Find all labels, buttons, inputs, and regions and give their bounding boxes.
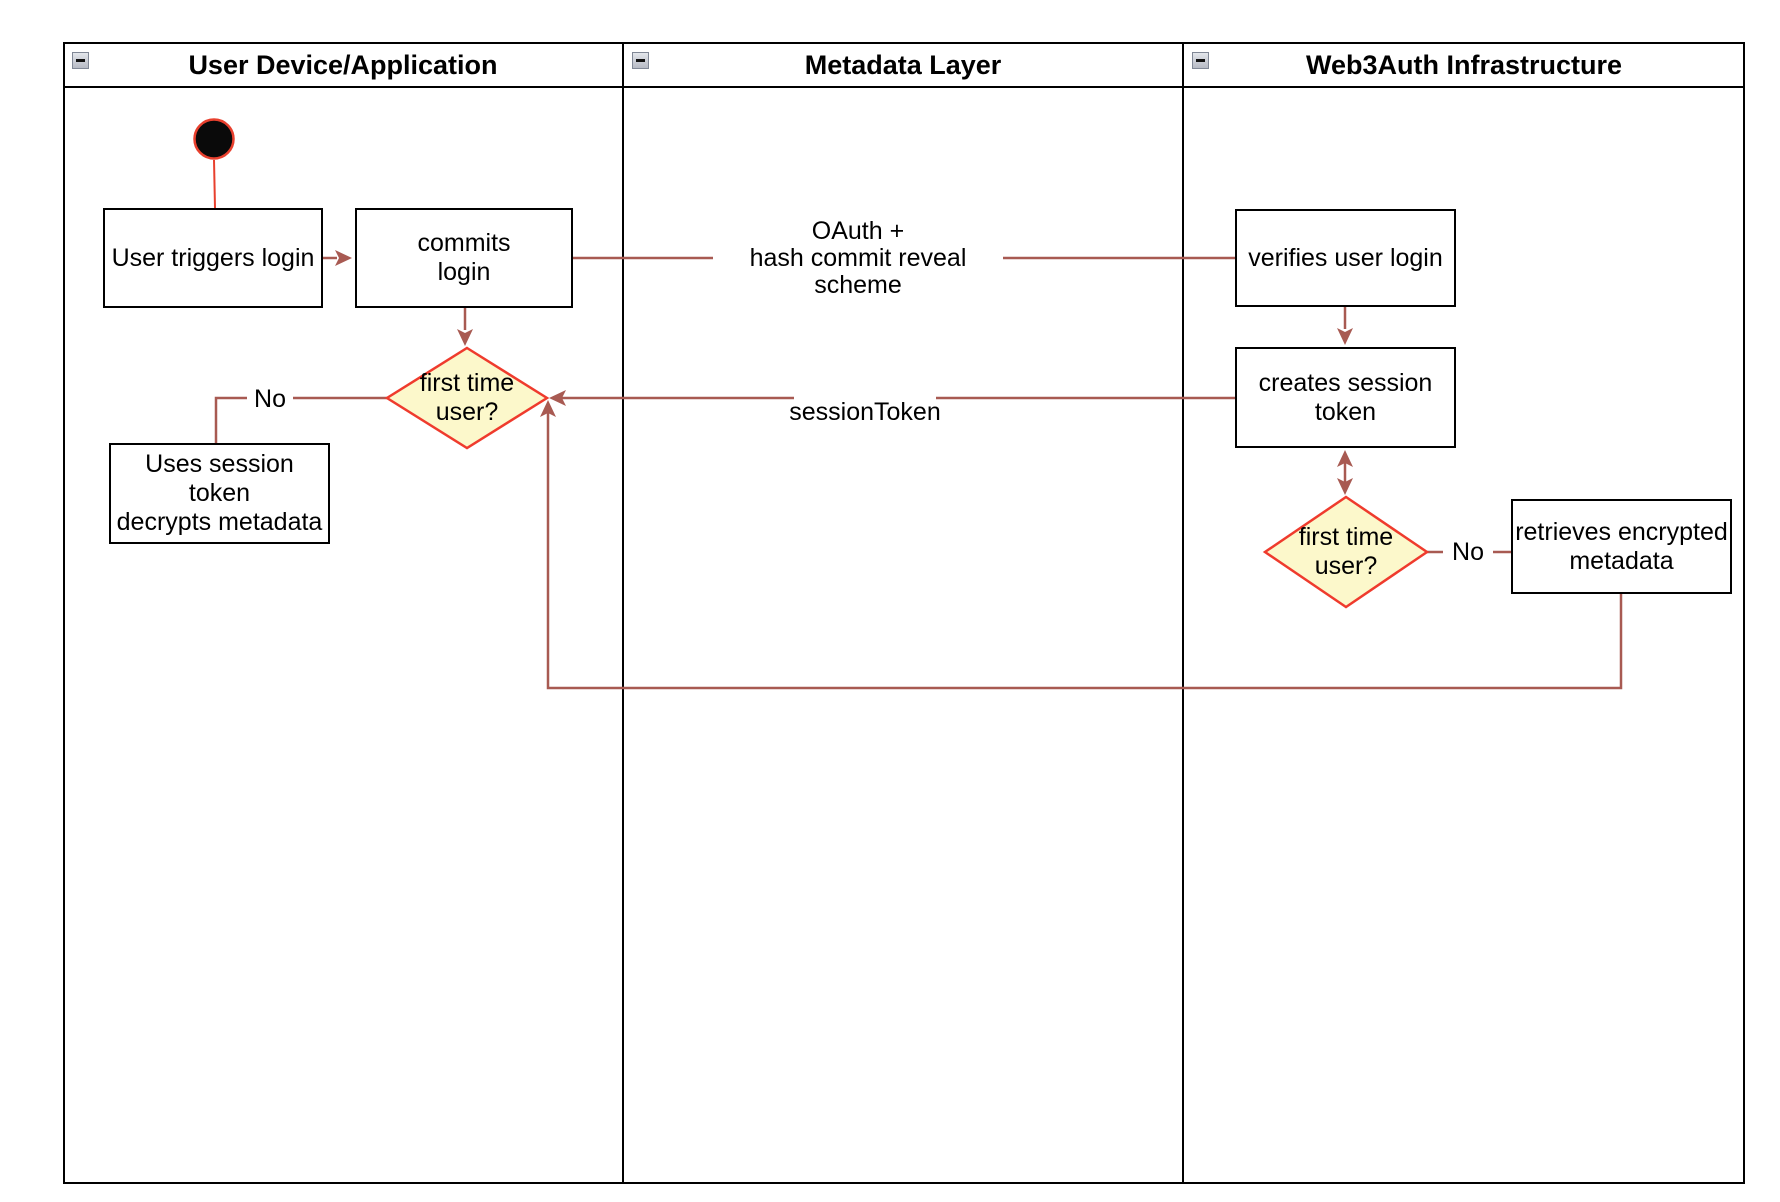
minus-icon [76, 59, 85, 62]
lane-divider-1 [622, 42, 624, 1184]
decision1-label: first time user? [419, 369, 515, 426]
node-label: Uses session token decrypts metadata [116, 450, 323, 536]
edge-label-oauth: OAuth + hash commit reveal scheme [713, 218, 1003, 299]
lane-header-user-device[interactable]: User Device/Application [63, 44, 623, 86]
lane-header-metadata-layer[interactable]: Metadata Layer [623, 44, 1183, 86]
edge-label-session-token: sessionToken [789, 393, 941, 426]
node-label: commits login [417, 229, 511, 286]
node-creates-session-token[interactable]: creates session token [1235, 347, 1456, 448]
edge-label-no-left: No [247, 386, 293, 413]
lane-title-web3auth: Web3Auth Infrastructure [1305, 49, 1623, 80]
lane-title-metadata-layer: Metadata Layer [804, 49, 1002, 80]
minus-icon [636, 59, 645, 62]
node-user-triggers-login[interactable]: User triggers login [103, 208, 323, 308]
node-label: verifies user login [1248, 243, 1443, 272]
node-uses-session-token[interactable]: Uses session token decrypts metadata [109, 443, 330, 544]
node-label: User triggers login [111, 243, 315, 272]
edge-label-no-right: No [1443, 539, 1493, 566]
node-label: retrieves encrypted metadata [1515, 517, 1728, 575]
lane-title-user-device: User Device/Application [188, 49, 498, 80]
node-retrieves-encrypted-metadata[interactable]: retrieves encrypted metadata [1511, 499, 1732, 594]
collapse-minus-icon[interactable] [632, 52, 649, 69]
header-underline [63, 86, 1745, 88]
collapse-minus-icon[interactable] [1192, 52, 1209, 69]
lane-header-web3auth[interactable]: Web3Auth Infrastructure [1183, 44, 1745, 86]
minus-icon [1196, 59, 1205, 62]
node-commits-login[interactable]: commits login [355, 208, 573, 308]
node-label: creates session token [1258, 368, 1433, 426]
lane-divider-2 [1182, 42, 1184, 1184]
collapse-minus-icon[interactable] [72, 52, 89, 69]
node-verifies-user-login[interactable]: verifies user login [1235, 209, 1456, 307]
decision2-label: first time user? [1298, 523, 1394, 580]
